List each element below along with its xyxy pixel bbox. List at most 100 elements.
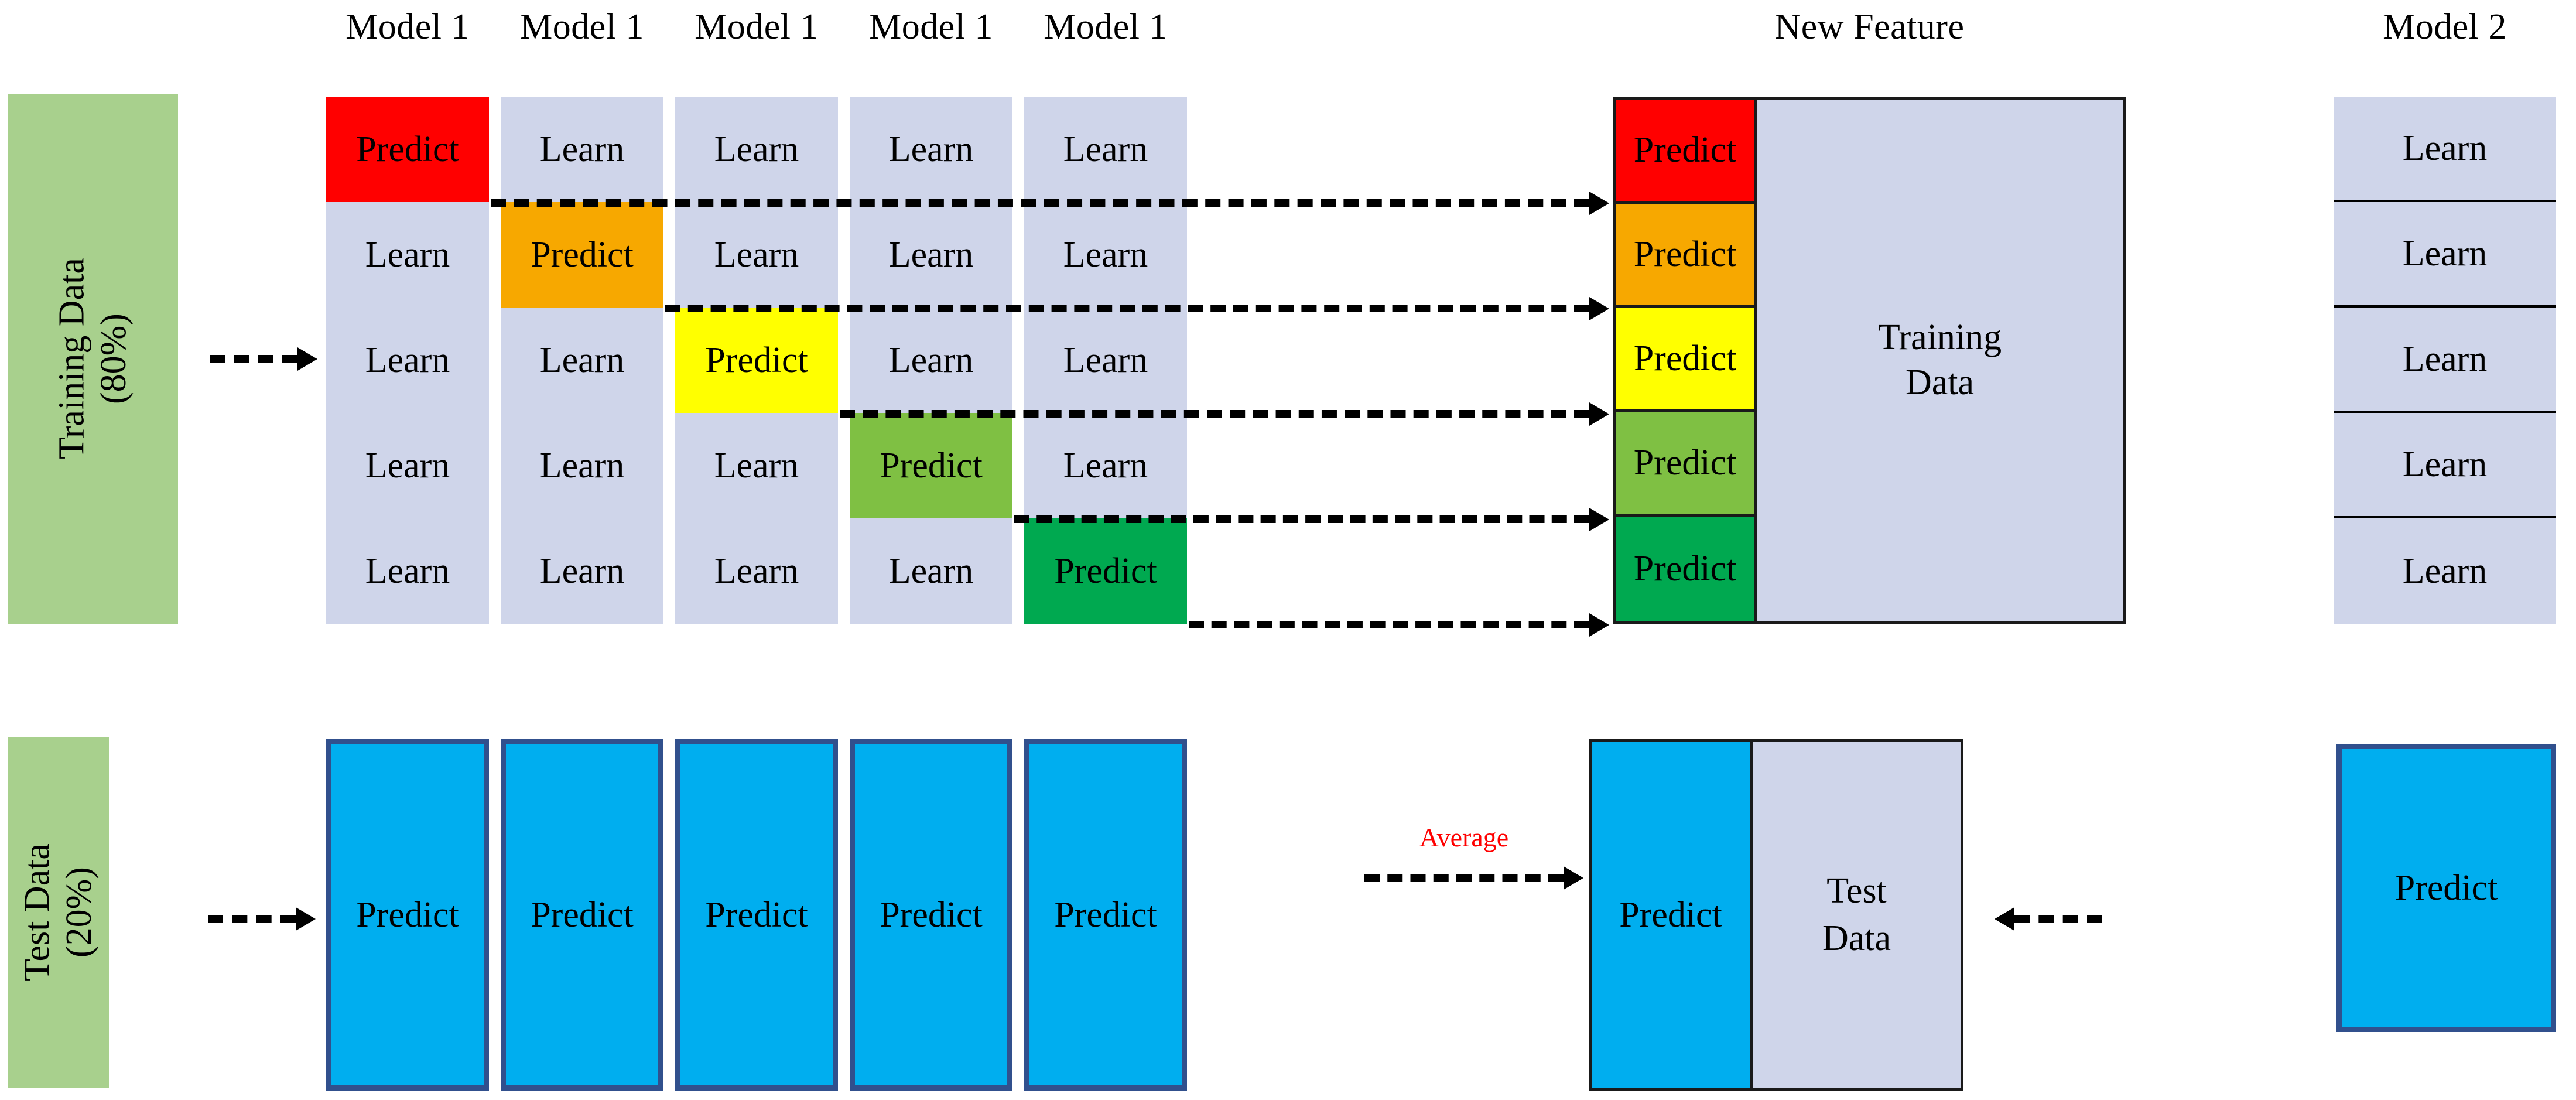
test-data-label-line1: Test — [1826, 871, 1887, 911]
fold-cell[interactable]: Learn — [675, 97, 838, 202]
arrow-fold3-to-newfeature-head — [1589, 402, 1609, 426]
fold-cell[interactable]: Learn — [326, 202, 489, 308]
fold-cell-label: Predict — [880, 446, 983, 486]
fold-cell[interactable]: Learn — [1024, 97, 1187, 202]
fold-cell-label: Learn — [539, 446, 625, 486]
test-predict-label: Predict — [1054, 894, 1157, 935]
fold-cell[interactable]: Learn — [850, 518, 1012, 624]
fold-cell[interactable]: Learn — [850, 97, 1012, 202]
fold-cell[interactable]: Predict — [326, 97, 489, 202]
new-feature-predict-cell[interactable]: Predict — [1616, 204, 1757, 308]
fold-cell-label: Learn — [888, 340, 974, 380]
arrow-fold3-to-newfeature-line — [840, 410, 1589, 418]
fold-cell-label: Learn — [365, 235, 450, 275]
fold-cell[interactable]: Learn — [501, 308, 663, 413]
fold-cell[interactable]: Predict — [501, 202, 663, 308]
fold-cell[interactable]: Learn — [1024, 202, 1187, 308]
fold-cell-label: Learn — [1063, 129, 1148, 169]
model2-learn-cell[interactable]: Learn — [2334, 202, 2556, 308]
new-feature-predict-cell[interactable]: Predict — [1616, 308, 1757, 412]
training-data-label-line1: Training — [1877, 317, 2002, 357]
model2-learn-label: Learn — [2402, 551, 2488, 591]
test-data-split-box: Test Data (20%) — [8, 737, 109, 1088]
arrow-training-to-grid-head — [297, 347, 317, 371]
training-data-label-line2: Data — [1905, 363, 1975, 402]
new-feature-test-predict-cell[interactable]: Predict — [1592, 742, 1753, 1088]
column-header-label: Model 1 — [520, 7, 644, 47]
arrow-fold1-to-newfeature-line — [491, 199, 1589, 207]
new-feature-training-data-label: Training Data — [1757, 100, 2123, 621]
test-predict-box[interactable]: Predict — [326, 739, 489, 1091]
fold-cell-label: Learn — [1063, 340, 1148, 380]
new-feature-predict-label: Predict — [1633, 130, 1737, 170]
model2-test-predict-label: Predict — [2394, 867, 2498, 908]
fold-cell-label: Learn — [365, 551, 450, 591]
arrow-model2-to-newfeature-head — [1995, 907, 2014, 931]
model2-test-predict-box[interactable]: Predict — [2336, 744, 2556, 1032]
fold-cell[interactable]: Learn — [326, 518, 489, 624]
fold-cell-label: Learn — [888, 129, 974, 169]
new-feature-test-predict-label: Predict — [1619, 894, 1722, 935]
test-predict-label: Predict — [531, 894, 634, 935]
test-predict-box[interactable]: Predict — [1024, 739, 1187, 1091]
fold-cell-label: Learn — [539, 129, 625, 169]
arrow-fold2-to-newfeature-head — [1589, 297, 1609, 320]
fold-cell[interactable]: Learn — [1024, 413, 1187, 518]
fold-cell[interactable]: Learn — [326, 308, 489, 413]
fold-cell[interactable]: Predict — [850, 413, 1012, 518]
model2-learn-cell[interactable]: Learn — [2334, 308, 2556, 413]
arrow-model2-to-newfeature-line — [2014, 915, 2102, 923]
fold-cell[interactable]: Learn — [850, 308, 1012, 413]
average-label: Average — [1364, 820, 1564, 855]
arrow-test-to-predict-head — [296, 907, 316, 931]
fold-cell[interactable]: Learn — [501, 97, 663, 202]
fold-cell[interactable]: Predict — [675, 308, 838, 413]
average-label-text: Average — [1419, 822, 1509, 852]
new-feature-predict-label: Predict — [1633, 548, 1737, 589]
arrow-average-line — [1364, 874, 1564, 882]
model2-learn-label: Learn — [2402, 444, 2488, 484]
fold-cell-label: Predict — [356, 129, 459, 169]
fold-cell[interactable]: Learn — [501, 413, 663, 518]
fold-cell-label: Learn — [1063, 235, 1148, 275]
split-label-line1: Training Data — [52, 258, 92, 460]
fold-cell[interactable]: Learn — [850, 202, 1012, 308]
new-feature-predict-cell[interactable]: Predict — [1616, 517, 1757, 621]
arrow-fold2-to-newfeature-line — [665, 305, 1589, 312]
arrow-training-to-grid-line — [210, 355, 297, 363]
fold-cell[interactable]: Learn — [675, 202, 838, 308]
fold-cell[interactable]: Learn — [326, 413, 489, 518]
column-header-model2: Model 2 — [2334, 4, 2556, 50]
new-feature-predict-cell[interactable]: Predict — [1616, 100, 1757, 204]
fold-cell[interactable]: Learn — [501, 518, 663, 624]
column-header-model1-4: Model 1 — [850, 4, 1012, 50]
test-predict-label: Predict — [705, 894, 808, 935]
fold-cell-label: Learn — [365, 446, 450, 486]
arrow-fold4-to-newfeature-line — [1014, 515, 1589, 523]
model2-learn-cell[interactable]: Learn — [2334, 518, 2556, 624]
test-predict-box[interactable]: Predict — [850, 739, 1012, 1091]
fold-cell-label: Learn — [1063, 446, 1148, 486]
fold-cell-label: Learn — [714, 446, 799, 486]
test-predict-box[interactable]: Predict — [501, 739, 663, 1091]
arrow-fold5-to-newfeature-line — [1189, 621, 1589, 628]
fold-cell-label: Learn — [888, 551, 974, 591]
model2-learn-label: Learn — [2402, 128, 2488, 168]
model2-learn-label: Learn — [2402, 233, 2488, 274]
split-label-line2: (80%) — [94, 313, 134, 404]
model2-learn-cell[interactable]: Learn — [2334, 97, 2556, 202]
arrow-fold4-to-newfeature-head — [1589, 508, 1609, 531]
new-feature-predict-cell[interactable]: Predict — [1616, 412, 1757, 517]
column-header-label: New Feature — [1774, 7, 1965, 47]
training-data-split-box: Training Data (80%) — [8, 94, 178, 624]
column-header-label: Model 2 — [2383, 7, 2507, 47]
arrow-test-to-predict-line — [208, 915, 296, 923]
fold-cell[interactable]: Predict — [1024, 518, 1187, 624]
fold-cell[interactable]: Learn — [675, 413, 838, 518]
fold-cell[interactable]: Learn — [1024, 308, 1187, 413]
new-feature-predict-label: Predict — [1633, 339, 1737, 378]
new-feature-predict-label: Predict — [1633, 443, 1737, 483]
fold-cell[interactable]: Learn — [675, 518, 838, 624]
model2-learn-cell[interactable]: Learn — [2334, 413, 2556, 518]
test-predict-box[interactable]: Predict — [675, 739, 838, 1091]
